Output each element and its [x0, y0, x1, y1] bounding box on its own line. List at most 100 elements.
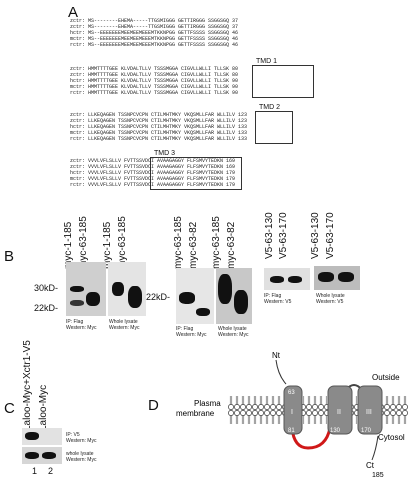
species-name: hctr: [70, 30, 86, 36]
sequence-text: VVVLVFLSLLV FVTTSSVDCI AVAAGAGGY FLFSMVY… [88, 182, 236, 188]
band [25, 432, 39, 440]
sequence-text: HMMTTTTGEE KLVDALTLLV TSSSMGGA CIGVLLWLL… [88, 78, 239, 84]
alignment-row: rctr: LLKEQAGEN TSSNPCVCPN CTILMHTMKY VK… [70, 136, 247, 142]
species-name: rctr: [70, 42, 86, 48]
species-name: zctr: [70, 72, 86, 78]
panel-a-letter: A [68, 4, 79, 21]
blot3-lysate-caption: Whole lysate Western: V5 [316, 293, 345, 305]
sequence-text: VVVLVFLSLLV FVTTSSVDCI AVAAGAGGY FLFSMVY… [88, 170, 236, 176]
species-name: hctr: [70, 78, 86, 84]
blot3-lane-label: V5-63-130 [264, 212, 275, 259]
ct-label: Ct [366, 461, 375, 470]
panel-b-letter: B [4, 248, 15, 265]
sequence-text: HMMTTTTGEE KLVDALTLLV TSSSMGGA CIGVLLWLL… [88, 90, 239, 96]
species-name: mctr: [70, 130, 86, 136]
blot1-marker-22: 22kD- [34, 303, 59, 313]
sequence-text: VVVLVFLSLLV FVTTSSVDCI AVAAGAGGY FLFSMVY… [88, 164, 236, 170]
band [288, 276, 302, 283]
alignment-row: zctr: MS--------EHEMA-----TTGSMIGGG GETT… [70, 24, 238, 30]
sequence-text: MS--------EHEMA-----TTGSMIGGG GETTIRGGG … [88, 24, 239, 30]
blot2-ip-caption: IP: Flag Western: Myc [176, 326, 207, 338]
sequence-text: LLKEQAGEN TSSNPCVCPN CTILMHTMKY VKQSMLLF… [88, 130, 248, 136]
band [70, 300, 84, 306]
blot2-lysate-caption: Whole lysate Western: Myc [218, 326, 249, 338]
band [179, 292, 195, 304]
membrane-label-line2: membrane [176, 409, 215, 418]
panel-c-ip-blot [22, 428, 62, 445]
sequence-text: VVVLVFLSLLV FVTTSSVDCI AVAAGAGGY FLFSMVY… [88, 158, 236, 164]
sequence-text: MS--EEEEEEEMEEMEEMEEEMTKKNPGG GETTFSSSS … [88, 42, 239, 48]
sequence-text: HMMTTTTGEE KLVDALTLLV TSSSMGGA CIGVLLWLL… [88, 66, 239, 72]
alignment-row: zctr: VVVLVFLSLLV FVTTSSVDCI AVAAGAGGY F… [70, 164, 235, 170]
tmd-box [252, 65, 314, 98]
species-name: hctr: [70, 124, 86, 130]
panel-c-lane-label: Laloo-Myc+Xctr1-V5 [22, 340, 33, 431]
alignment-row: mctr: LLKEQAGEN TSSNPCVCPN CTILMHTMKY VK… [70, 130, 247, 136]
sequence-text: HMMTTTTGEE KLVDALTLLV TSSSMGGA CIGVLLWLL… [88, 72, 239, 78]
band [25, 452, 39, 459]
sequence-text: LLKEQAGEN TSSNPCVCPN CTILMHTMKY VKQSMLLF… [88, 112, 248, 118]
tmd-box [150, 157, 242, 190]
species-name: mctr: [70, 176, 86, 182]
alignment-row: hctr: LLKEQAGEN TSSNPCVCPN CTILMHTMKY VK… [70, 124, 247, 130]
band [70, 286, 84, 292]
band [128, 286, 142, 308]
species-name: zctr: [70, 158, 86, 164]
residue-81: 81 [288, 428, 295, 434]
lane-number-1: 1 [32, 466, 38, 476]
panel-c-letter: C [4, 400, 15, 417]
sequence-text: MS--EEEEEEEMEEMEEMEEEMTKKNPGG GETTFSSSS … [88, 30, 239, 36]
lane-number-2: 2 [48, 466, 54, 476]
band [86, 292, 100, 306]
sequence-text: LLKEQAGEN TSSNPCVCPN CTILMHTMKY VKQSMLLF… [88, 124, 248, 130]
band [42, 452, 56, 459]
species-name: zctr: [70, 18, 86, 24]
alignment-row: zctr: LLKEQAGEN TSSNPCVCPN CTILMHTMKY VK… [70, 112, 247, 118]
c-terminus-strand [371, 435, 379, 461]
sequence-text: LLKEQAGEN TSSNPCVCPN CTILMHTMKY VKQSMLLF… [88, 136, 248, 142]
species-name: rctr: [70, 90, 86, 96]
outside-label: Outside [372, 373, 400, 382]
blot1-lysate-caption: Whole lysate Western: Myc [109, 319, 140, 331]
tm-label-3: III [366, 409, 372, 416]
residue-130: 130 [330, 428, 341, 434]
blot3-lane-label: V5-63-170 [325, 212, 336, 259]
alignment-row: rctr: MS--EEEEEEEMEEMEEMEEEMTKKNPGG GETT… [70, 42, 238, 48]
blot3-ip-image [264, 268, 310, 290]
panel-c-lane-label: Laloo-Myc [38, 384, 49, 431]
species-name: rctr: [70, 136, 86, 142]
species-name: zctr: [70, 24, 86, 30]
residue-63: 63 [288, 390, 295, 396]
blot3-lane-label: V5-63-170 [278, 212, 289, 259]
tm-label-1: I [291, 409, 293, 416]
alignment-row: mctr: VVVLVFLSLLV FVTTSSVDCI AVAAGAGGY F… [70, 176, 235, 182]
tm-helix-3 [357, 385, 383, 435]
alignment-row: hctr: HMMTTTTGEE KLVDALTLLV TSSSMGGA CIG… [70, 78, 238, 84]
n-terminus-strand [275, 359, 287, 385]
sequence-text: MS--EEEEEEEMEEMEEMEEEMTKKNPGG GETTFSSSS … [88, 36, 239, 42]
band [270, 276, 284, 283]
blot1-lysate-image [108, 262, 146, 316]
blot2-lysate-image [216, 268, 252, 324]
blot1-marker-30: 30kD- [34, 283, 59, 293]
alignment-row: zctr: LLKEQAGEN TSSNPCVCPN CTILMHTMKY VK… [70, 118, 247, 124]
panel-c-caption: Western: Myc [66, 438, 97, 444]
tm-helix-1 [283, 385, 303, 435]
red-cytosolic-loop [290, 427, 332, 450]
species-name: rctr: [70, 182, 86, 188]
alignment-row: rctr: VVVLVFLSLLV FVTTSSVDCI AVAAGAGGY F… [70, 182, 235, 188]
species-name: zctr: [70, 66, 86, 72]
blot2-lane-label: myc-63-82 [188, 221, 199, 269]
panel-c-caption: Western: Myc [66, 457, 97, 463]
blot1-ip-image [66, 262, 106, 316]
alignment-row: zctr: HMMTTTTGEE KLVDALTLLV TSSSMGGA CIG… [70, 72, 238, 78]
residue-170: 170 [361, 428, 372, 434]
membrane-topology-diagram: Nt Ct 185 Outside Cytosol Plasma membran… [176, 351, 408, 479]
blot3-ip-caption: IP: Flag Western: V5 [264, 293, 292, 305]
band [112, 282, 124, 296]
species-name: zctr: [70, 118, 86, 124]
panel-c-lysate-blot [22, 447, 62, 464]
alignment-row: mctr: MS--EEEEEEEMEEMEEMEEEMTKKNPGG GETT… [70, 36, 238, 42]
band [218, 274, 232, 304]
alignment-row: hctr: VVVLVFLSLLV FVTTSSVDCI AVAAGAGGY F… [70, 170, 235, 176]
